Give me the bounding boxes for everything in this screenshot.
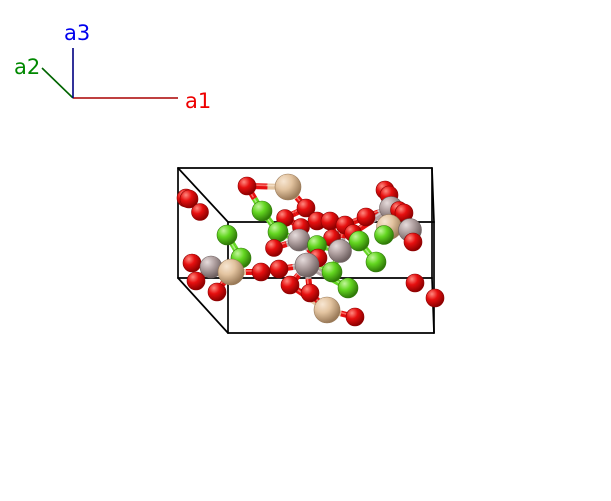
atom-sphere-O[interactable] xyxy=(356,207,376,227)
atom-O[interactable] xyxy=(345,307,365,327)
atom-sphere-Ca[interactable] xyxy=(313,296,341,324)
axis-label-a2: a2 xyxy=(14,55,40,79)
atom-sphere-O[interactable] xyxy=(300,283,320,303)
atom-sphere-F[interactable] xyxy=(337,277,359,299)
atom-sphere-F[interactable] xyxy=(267,221,289,243)
atom-sphere-O[interactable] xyxy=(405,273,425,293)
atom-O[interactable] xyxy=(179,189,199,209)
atom-sphere-F[interactable] xyxy=(365,251,387,273)
atom-O[interactable] xyxy=(405,273,425,293)
atom-Ca[interactable] xyxy=(313,296,341,324)
atom-O[interactable] xyxy=(186,271,206,291)
atom-F[interactable] xyxy=(321,261,343,283)
atom-sphere-Ca[interactable] xyxy=(217,258,245,286)
axis-line-a2 xyxy=(41,67,74,99)
atom-sphere-M[interactable] xyxy=(294,252,320,278)
atom-O[interactable] xyxy=(356,207,376,227)
atom-sphere-O[interactable] xyxy=(265,239,283,257)
atom-O[interactable] xyxy=(280,275,300,295)
atom-sphere-M[interactable] xyxy=(287,228,311,252)
atom-sphere-O[interactable] xyxy=(207,282,227,302)
atom-sphere-O[interactable] xyxy=(179,189,199,209)
atom-F[interactable] xyxy=(348,230,370,252)
atom-O[interactable] xyxy=(403,232,423,252)
atom-sphere-O[interactable] xyxy=(191,203,209,221)
atom-sphere-O[interactable] xyxy=(403,232,423,252)
atom-sphere-O[interactable] xyxy=(296,198,316,218)
atom-sphere-F[interactable] xyxy=(251,200,273,222)
atom-sphere-F[interactable] xyxy=(348,230,370,252)
atom-M[interactable] xyxy=(294,252,320,278)
atom-M[interactable] xyxy=(287,228,311,252)
atom-Ca[interactable] xyxy=(274,173,302,201)
axis-label-a1: a1 xyxy=(185,89,211,113)
atom-sphere-O[interactable] xyxy=(237,176,257,196)
atom-sphere-F[interactable] xyxy=(321,261,343,283)
atom-O[interactable] xyxy=(182,253,202,273)
atom-O[interactable] xyxy=(425,288,445,308)
atom-sphere-O[interactable] xyxy=(280,275,300,295)
atom-sphere-Ca[interactable] xyxy=(274,173,302,201)
atom-sphere-O[interactable] xyxy=(269,259,289,279)
atom-F[interactable] xyxy=(251,200,273,222)
atom-sphere-O[interactable] xyxy=(345,307,365,327)
atom-sphere-O[interactable] xyxy=(251,262,271,282)
atom-F[interactable] xyxy=(267,221,289,243)
atom-F[interactable] xyxy=(337,277,359,299)
atom-Ca[interactable] xyxy=(217,258,245,286)
atom-F[interactable] xyxy=(374,225,394,245)
atom-O[interactable] xyxy=(251,262,271,282)
atom-M[interactable] xyxy=(328,239,352,263)
atom-O[interactable] xyxy=(207,282,227,302)
atom-sphere-O[interactable] xyxy=(182,253,202,273)
atom-O[interactable] xyxy=(300,283,320,303)
lattice-axes-group: a1 a2 a3 xyxy=(14,21,211,113)
atom-sphere-F[interactable] xyxy=(374,225,394,245)
atom-F[interactable] xyxy=(365,251,387,273)
atom-sphere-O[interactable] xyxy=(425,288,445,308)
atom-O[interactable] xyxy=(237,176,257,196)
atom-sphere-M[interactable] xyxy=(328,239,352,263)
atom-O[interactable] xyxy=(296,198,316,218)
atom-sphere-O[interactable] xyxy=(186,271,206,291)
cell-edge xyxy=(177,167,229,223)
atoms-group[interactable] xyxy=(176,173,445,327)
axis-label-a3: a3 xyxy=(64,21,90,45)
cell-edge xyxy=(177,277,229,334)
atom-O[interactable] xyxy=(265,239,283,257)
atom-F[interactable] xyxy=(216,224,238,246)
atom-O[interactable] xyxy=(191,203,209,221)
atom-sphere-F[interactable] xyxy=(216,224,238,246)
cell-edge xyxy=(431,167,435,223)
atom-O[interactable] xyxy=(269,259,289,279)
